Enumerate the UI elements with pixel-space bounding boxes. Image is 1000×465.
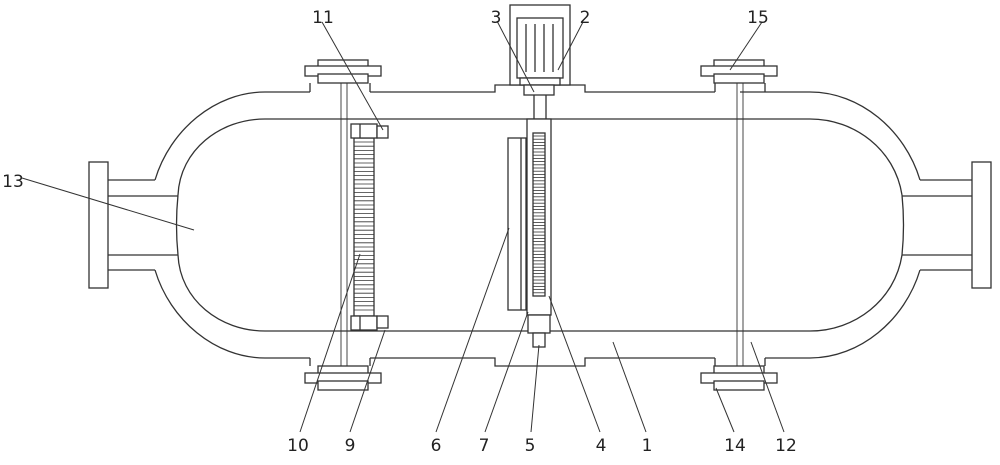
label-5: 5 — [525, 436, 536, 456]
right-outlet-nozzle — [902, 161, 992, 289]
label-6: 6 — [431, 436, 442, 456]
right-flange-joint — [700, 59, 778, 391]
left-screw-assembly — [350, 123, 389, 331]
reference-labels: 11 3 2 15 13 10 9 6 7 5 4 1 14 12 — [2, 8, 797, 456]
label-4: 4 — [596, 436, 607, 456]
label-10: 10 — [287, 436, 309, 456]
label-14: 14 — [724, 436, 746, 456]
vessel-body — [154, 84, 921, 367]
label-15: 15 — [747, 8, 769, 28]
label-13: 13 — [2, 172, 24, 192]
motor-assembly — [509, 4, 571, 119]
central-screw-assembly — [507, 118, 552, 348]
label-12: 12 — [775, 436, 797, 456]
label-1: 1 — [642, 436, 653, 456]
leader-lines — [21, 20, 785, 433]
label-3: 3 — [491, 8, 502, 28]
label-9: 9 — [345, 436, 356, 456]
left-inlet-nozzle — [88, 161, 178, 289]
label-2: 2 — [580, 8, 591, 28]
label-7: 7 — [479, 436, 490, 456]
left-flange-joint — [304, 59, 382, 391]
label-11: 11 — [312, 8, 334, 28]
